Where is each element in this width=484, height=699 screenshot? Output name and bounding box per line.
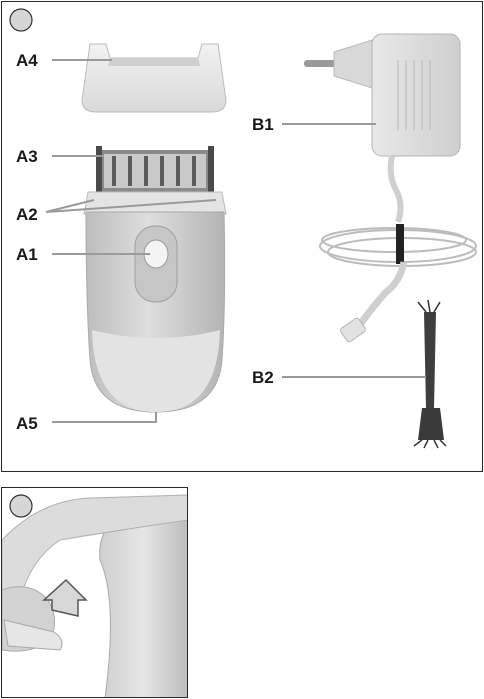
usage-illustration bbox=[2, 495, 188, 698]
label-a2: A2 bbox=[16, 206, 38, 223]
device-body-a1 bbox=[86, 212, 225, 412]
label-b1: B1 bbox=[252, 116, 274, 133]
cleaning-brush-b2 bbox=[414, 300, 446, 448]
label-a3: A3 bbox=[16, 148, 38, 165]
step-1-circle bbox=[10, 9, 32, 31]
epilation-head-a3 bbox=[96, 146, 214, 196]
adapter-b1 bbox=[304, 34, 476, 343]
step-2-circle bbox=[10, 495, 32, 517]
label-a5: A5 bbox=[16, 415, 38, 432]
label-a1: A1 bbox=[16, 246, 38, 263]
cap-a4 bbox=[82, 44, 226, 112]
label-b2: B2 bbox=[252, 369, 274, 386]
label-a4: A4 bbox=[16, 52, 38, 69]
